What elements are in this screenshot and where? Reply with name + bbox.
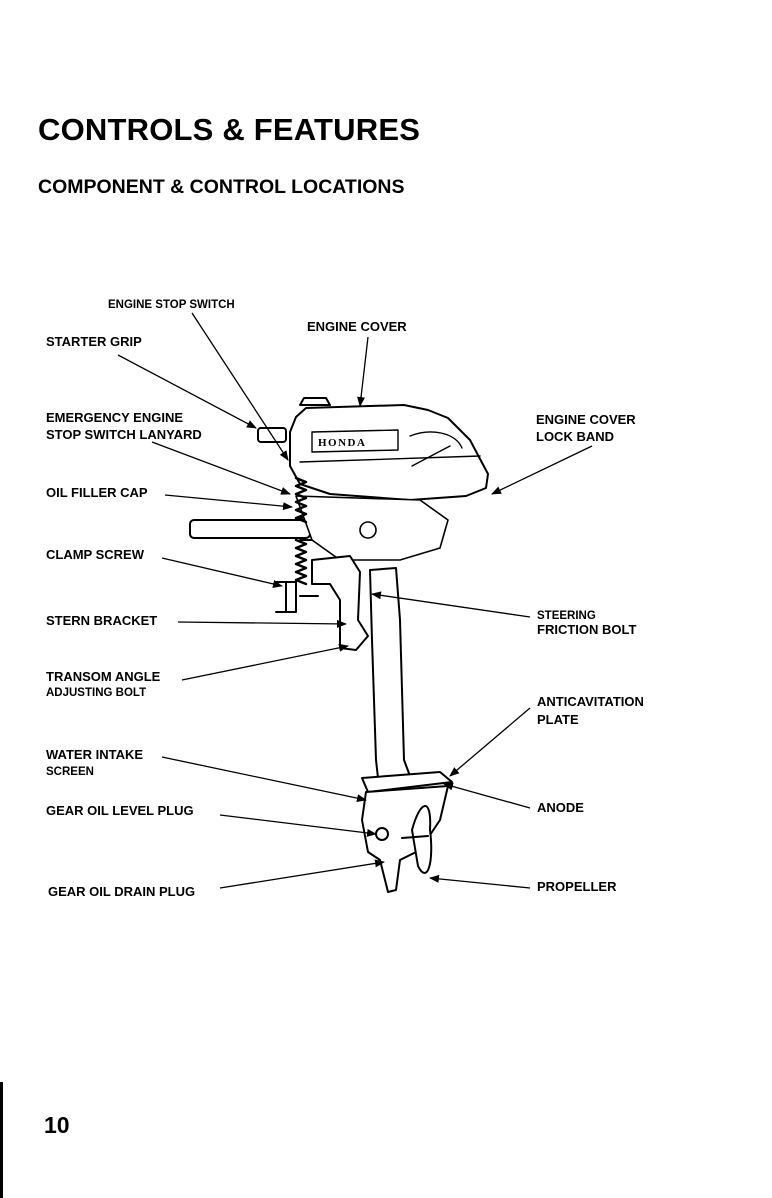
brand-logo: HONDA: [318, 437, 366, 449]
page-title: CONTROLS & FEATURES: [38, 112, 421, 147]
leader-transom-angle: [181, 643, 349, 681]
section-subtitle: COMPONENT & CONTROL LOCATIONS: [38, 176, 405, 198]
leader-anode: [443, 782, 531, 809]
page-edge-rule: [0, 1082, 3, 1198]
label-anticavitation-2: PLATE: [537, 712, 579, 727]
label-stern-bracket: STERN BRACKET: [46, 613, 158, 628]
leader-engine-cover-lock-band: [491, 445, 593, 495]
page-number: 10: [44, 1112, 70, 1138]
shaft-housing-shape: [369, 567, 411, 779]
gear-case-shape: [361, 785, 449, 893]
leader-gear-oil-drain: [219, 859, 385, 889]
label-anticavitation-1: ANTICAVITATION: [537, 694, 644, 709]
leader-water-intake: [161, 756, 367, 803]
label-steering-friction-bolt-1: STEERING: [537, 610, 596, 622]
label-emergency-lanyard-2: STOP SWITCH LANYARD: [46, 427, 202, 442]
label-gear-oil-level-plug: GEAR OIL LEVEL PLUG: [46, 803, 194, 818]
clamp-screw-shape: [275, 581, 319, 613]
steering-handle-shape: [189, 519, 311, 539]
label-clamp-screw: CLAMP SCREW: [46, 547, 144, 562]
engine-cover-shape: [289, 404, 489, 501]
leader-propeller: [429, 874, 531, 889]
label-oil-filler-cap: OIL FILLER CAP: [46, 485, 148, 500]
leader-emergency-lanyard: [151, 441, 291, 495]
label-gear-oil-drain-plug: GEAR OIL DRAIN PLUG: [48, 884, 196, 899]
leader-clamp-screw: [161, 557, 283, 588]
label-transom-angle-1: TRANSOM ANGLE: [46, 669, 161, 684]
leader-oil-filler-cap: [164, 494, 293, 511]
leader-stern-bracket: [177, 619, 347, 628]
leader-engine-stop-switch: [191, 312, 289, 461]
label-propeller: PROPELLER: [537, 879, 617, 894]
label-water-intake-2: SCREEN: [46, 766, 94, 778]
propeller-shape: [411, 805, 433, 874]
label-emergency-lanyard-1: EMERGENCY ENGINE: [46, 410, 184, 425]
leader-steering-friction-bolt: [371, 591, 531, 618]
leader-anticavitation: [449, 707, 531, 777]
fuel-cap-shape: [299, 397, 331, 406]
leader-starter-grip: [117, 354, 257, 429]
starter-spring-shape: [294, 476, 308, 586]
label-transom-angle-2: ADJUSTING BOLT: [46, 687, 147, 699]
stern-bracket-shape: [311, 555, 369, 651]
anticavitation-plate-shape: [361, 771, 453, 793]
leader-engine-cover: [357, 336, 369, 407]
label-starter-grip: STARTER GRIP: [46, 334, 142, 349]
leader-gear-oil-level: [219, 814, 377, 837]
label-engine-cover-lock-band-2: LOCK BAND: [536, 429, 614, 444]
label-steering-friction-bolt-2: FRICTION BOLT: [537, 622, 637, 637]
label-engine-cover: ENGINE COVER: [307, 319, 407, 334]
label-anode: ANODE: [537, 800, 584, 815]
label-water-intake-1: WATER INTAKE: [46, 747, 144, 762]
label-engine-cover-lock-band-1: ENGINE COVER: [536, 412, 636, 427]
label-engine-stop-switch: ENGINE STOP SWITCH: [108, 299, 235, 311]
